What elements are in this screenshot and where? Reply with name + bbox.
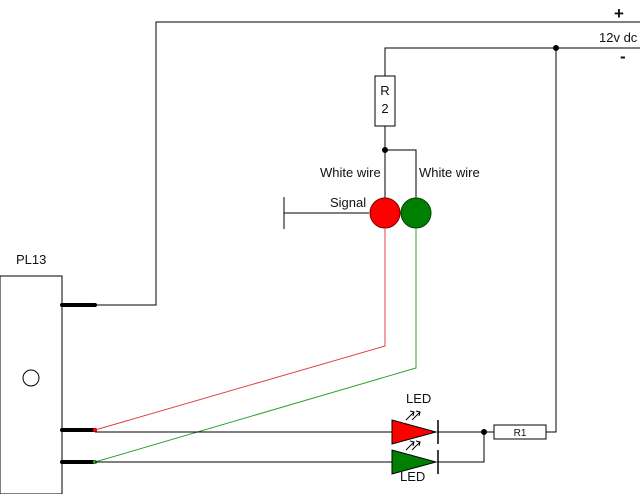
red-led <box>391 410 439 445</box>
green-wire-label: White wire <box>419 165 480 180</box>
negative-rail <box>384 47 640 76</box>
green-led-to-r1-wire <box>438 432 485 463</box>
led-junction <box>481 429 487 435</box>
r2-to-green-lamp-wire <box>385 149 417 198</box>
green-led-emission-arrows <box>405 440 421 451</box>
red-led-emission-arrows <box>405 410 421 421</box>
module-mounting-hole <box>22 369 40 387</box>
pl13-module <box>0 275 63 495</box>
green-led-triangle <box>391 449 438 475</box>
module-label: PL13 <box>16 252 46 267</box>
signal-post <box>283 197 369 229</box>
plus-symbol: + <box>614 4 624 23</box>
resistor-r2-letter: R <box>380 83 389 98</box>
resistor-r2-number: 2 <box>381 101 388 116</box>
green-led <box>391 440 439 475</box>
resistor-r1: R1 <box>493 424 547 440</box>
signal-label: Signal <box>330 195 366 210</box>
terminal-red-dot <box>93 428 97 432</box>
signal-supply-wires <box>382 126 417 198</box>
resistor-r1-body <box>493 424 547 440</box>
voltage-label: 12v dc <box>599 30 638 45</box>
bottom-led-label: LED <box>400 469 425 484</box>
r2-junction <box>382 147 388 153</box>
supply-rails <box>95 21 640 433</box>
led-circuit-wires <box>95 429 494 463</box>
top-led-label: LED <box>406 391 431 406</box>
red-lamp <box>369 197 401 229</box>
minus-symbol: - <box>620 47 626 66</box>
red-wire-label: White wire <box>320 165 381 180</box>
resistor-r2: R 2 <box>374 75 396 127</box>
positive-rail <box>95 21 640 306</box>
red-lamp-wire <box>94 228 386 431</box>
red-led-triangle <box>391 419 438 445</box>
resistor-r1-label: R1 <box>514 428 527 439</box>
module-terminals <box>60 303 97 464</box>
r1-return-wire <box>546 48 557 433</box>
green-lamp <box>400 197 432 229</box>
green-lamp-wire <box>94 228 417 463</box>
